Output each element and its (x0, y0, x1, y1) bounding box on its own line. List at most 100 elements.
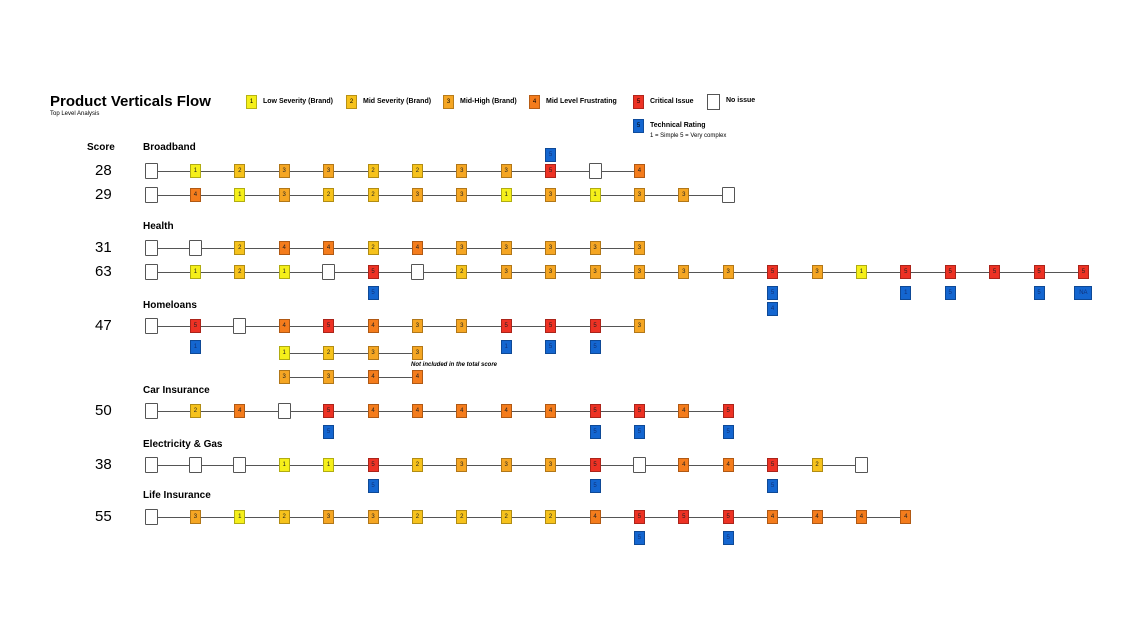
section-title-4: Car Insurance (143, 385, 210, 396)
section-title-6: Life Insurance (143, 490, 211, 501)
no-issue-node (144, 457, 158, 473)
score-column-header: Score (87, 142, 115, 153)
severity-node: 1 (323, 458, 335, 472)
no-issue-node (144, 318, 158, 334)
technical-rating-node: 5 (722, 425, 734, 439)
technical-rating-node: 5 (767, 286, 779, 300)
severity-node: 5 (989, 265, 1001, 279)
severity-node: 3 (633, 319, 645, 333)
section-title-3: Homeloans (143, 300, 197, 311)
severity-node: 5 (545, 319, 557, 333)
severity-node: 4 (767, 510, 779, 524)
severity-node: 2 (811, 458, 823, 472)
severity-node: 2 (545, 510, 557, 524)
sub-flow-node: 2 (323, 346, 335, 360)
no-issue-node (144, 264, 158, 280)
exclusion-note: Not included in the total score (411, 362, 498, 368)
severity-node: 5 (323, 404, 335, 418)
sub-flow-node: 3 (278, 370, 290, 384)
severity-node: 5 (767, 458, 779, 472)
severity-node: 3 (500, 265, 512, 279)
severity-node: 1 (500, 188, 512, 202)
technical-rating-node: NA (1074, 286, 1093, 300)
no-issue-node (588, 163, 602, 179)
severity-node: 1 (278, 265, 290, 279)
legend-label-6: No issue (726, 97, 756, 104)
no-issue-node (854, 457, 868, 473)
severity-node: 5 (367, 265, 379, 279)
severity-node: 2 (367, 188, 379, 202)
no-issue-node (188, 240, 202, 256)
severity-node: 5 (722, 510, 734, 524)
sub-flow-connector-line (284, 353, 418, 354)
severity-node: 3 (189, 510, 201, 524)
technical-rating-node: 4 (767, 302, 779, 316)
technical-rating-node: 5 (589, 479, 601, 493)
no-issue-node (144, 187, 158, 203)
severity-node: 5 (545, 164, 557, 178)
severity-node: 4 (278, 241, 290, 255)
legend-label-4: Mid Level Frustrating (546, 98, 617, 105)
row-score: 31 (95, 239, 112, 256)
severity-node: 5 (589, 404, 601, 418)
severity-node: 5 (944, 265, 956, 279)
severity-node: 3 (456, 241, 468, 255)
severity-node: 3 (545, 241, 557, 255)
severity-node: 1 (234, 510, 246, 524)
severity-node: 2 (456, 265, 468, 279)
severity-node: 2 (411, 164, 423, 178)
technical-rating-node: 5 (323, 425, 335, 439)
row-score: 28 (95, 162, 112, 179)
technical-rating-node: 5 (633, 531, 645, 545)
severity-node: 5 (1077, 265, 1089, 279)
legend-swatch-1: 1 (246, 95, 257, 109)
legend-swatch-3: 3 (443, 95, 454, 109)
sub-flow-node: 3 (411, 346, 423, 360)
severity-node: 4 (545, 404, 557, 418)
technical-rating-node: 5 (722, 531, 734, 545)
severity-node: 4 (323, 241, 335, 255)
technical-rating-node: 5 (589, 340, 601, 354)
severity-node: 2 (278, 510, 290, 524)
severity-node: 3 (500, 164, 512, 178)
severity-node: 3 (456, 458, 468, 472)
severity-node: 5 (589, 458, 601, 472)
severity-node: 3 (545, 458, 557, 472)
severity-node: 2 (323, 188, 335, 202)
severity-node: 1 (234, 188, 246, 202)
legend-swatch-value: 3 (446, 99, 451, 105)
technical-rating-node: 5 (545, 148, 557, 162)
row-score: 50 (95, 402, 112, 419)
flow-connector-line (151, 248, 640, 249)
severity-node: 2 (234, 241, 246, 255)
legend-swatch-5: 5 (633, 95, 644, 109)
severity-node: 3 (500, 458, 512, 472)
sub-flow-node: 4 (367, 370, 379, 384)
no-issue-node (632, 457, 646, 473)
no-issue-node (233, 457, 247, 473)
severity-node: 4 (189, 188, 201, 202)
row-score: 63 (95, 263, 112, 280)
legend-swatch-value: 2 (349, 99, 354, 105)
legend-note: 1 = Simple 5 = Very complex (650, 133, 727, 139)
severity-node: 4 (678, 404, 690, 418)
legend-swatch-6 (707, 94, 720, 110)
severity-node: 1 (189, 164, 201, 178)
page-subtitle: Top Level Analysis (50, 111, 100, 117)
severity-node: 4 (456, 404, 468, 418)
severity-node: 3 (323, 164, 335, 178)
severity-node: 3 (456, 188, 468, 202)
no-issue-node (721, 187, 735, 203)
legend-swatch-2: 2 (346, 95, 357, 109)
severity-node: 5 (900, 265, 912, 279)
row-score: 47 (95, 317, 112, 334)
legend-label-2: Mid Severity (Brand) (363, 98, 432, 105)
sub-flow-node: 3 (367, 346, 379, 360)
page-title: Product Verticals Flow (50, 93, 211, 110)
severity-node: 2 (234, 164, 246, 178)
legend-swatch-4: 4 (529, 95, 540, 109)
technical-rating-node: 5 (1033, 286, 1045, 300)
severity-node: 3 (500, 241, 512, 255)
technical-rating-node: 5 (545, 340, 557, 354)
